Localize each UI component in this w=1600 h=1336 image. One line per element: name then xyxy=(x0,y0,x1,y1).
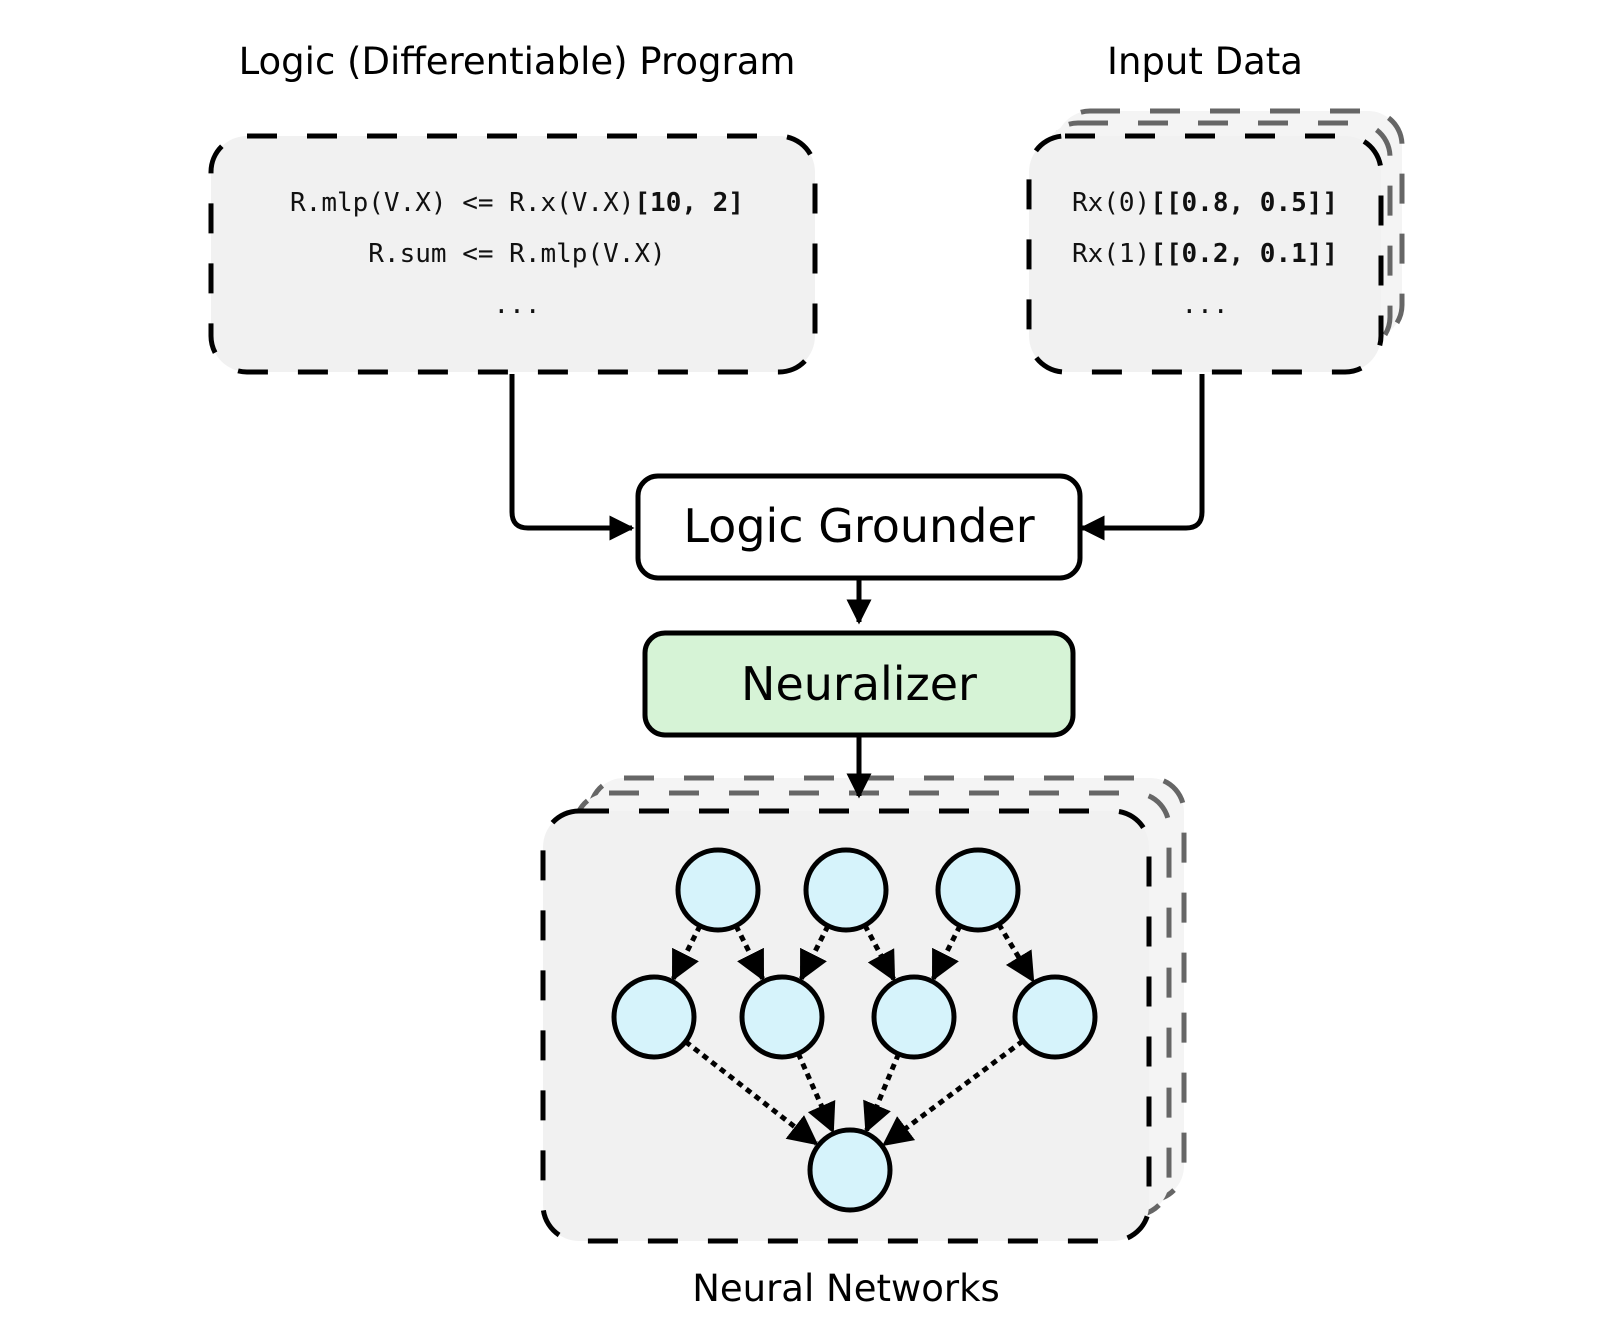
network-edges xyxy=(671,922,1035,1147)
network-node-layer2-4 xyxy=(1012,974,1098,1060)
network-nodes xyxy=(611,847,1098,1213)
network-edge xyxy=(733,924,765,982)
network-edge xyxy=(683,1039,819,1146)
input-line-ellipsis: ... xyxy=(1182,290,1229,320)
program-line-1: R.mlp(V.X) <= R.x(V.X)[10, 2] xyxy=(290,188,744,218)
input-panel xyxy=(1026,133,1384,375)
network-node-layer1-2 xyxy=(803,847,889,933)
network-edge xyxy=(671,924,703,982)
program-to-grounder-arrow xyxy=(509,374,635,541)
program-panel xyxy=(208,133,818,375)
program-line-ellipsis: ... xyxy=(494,290,541,320)
network-edge xyxy=(882,1038,1025,1147)
neuralizer-box xyxy=(642,630,1076,738)
network-node-layer2-2 xyxy=(739,974,825,1060)
logic-grounder-label: Logic Grounder xyxy=(683,499,1034,553)
network-node-layer2-3 xyxy=(871,974,957,1060)
network-edge xyxy=(931,924,963,982)
program-line-2: R.sum <= R.mlp(V.X) xyxy=(368,239,665,269)
network-edge xyxy=(799,924,831,982)
program-title: Logic (Differentiable) Program xyxy=(239,40,796,83)
networks-title: Neural Networks xyxy=(692,1267,1000,1310)
input-line-2: Rx(1)[[0.2, 0.1]] xyxy=(1072,239,1338,269)
input-line-1: Rx(0)[[0.8, 0.5]] xyxy=(1072,188,1338,218)
network-edge xyxy=(795,1052,836,1134)
network-node-layer2-1 xyxy=(611,974,697,1060)
logic-grounder-box xyxy=(635,473,1083,581)
network-node-layer1-1 xyxy=(675,847,761,933)
network-node-layer3-1 xyxy=(807,1127,893,1213)
input-title: Input Data xyxy=(1107,40,1303,83)
network-edge xyxy=(863,1052,901,1134)
input-to-grounder-arrow xyxy=(1079,374,1205,541)
neuralizer-label: Neuralizer xyxy=(741,657,977,711)
network-node-layer1-3 xyxy=(935,847,1021,933)
